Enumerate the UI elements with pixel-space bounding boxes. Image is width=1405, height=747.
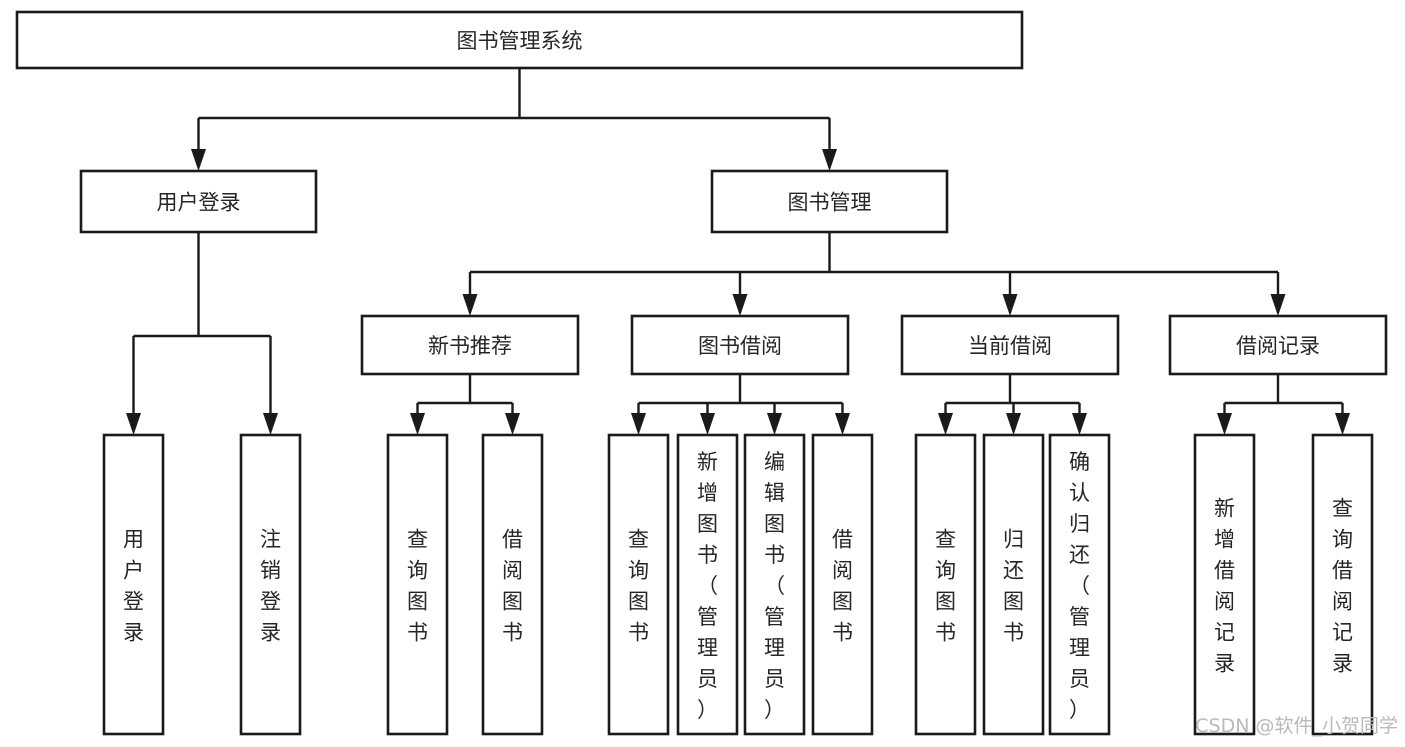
node-box <box>710 169 949 234</box>
arrow-head-icon <box>631 413 646 435</box>
node-label: 借阅记录 <box>1236 334 1320 358</box>
node-label: 借阅图书 <box>502 528 523 645</box>
node-box <box>982 433 1045 736</box>
node-current-borrow[interactable]: 当前借阅 <box>900 314 1120 376</box>
node-box <box>1168 314 1388 376</box>
arrow-head-icon <box>1270 294 1286 316</box>
arrow-head-icon <box>1002 294 1018 316</box>
node-label: 图书借阅 <box>698 334 782 358</box>
node-box <box>900 314 1120 376</box>
arrow-head-icon <box>767 413 782 435</box>
node-label: 新增借阅记录 <box>1214 497 1235 676</box>
node-new-book-rec[interactable]: 新书推荐 <box>360 314 580 376</box>
node-label: 确认归还（管理员） <box>1069 450 1090 722</box>
node-label: 查询图书 <box>935 528 956 645</box>
node-box <box>914 433 977 736</box>
node-book-manage[interactable]: 图书管理 <box>710 169 949 234</box>
node-box <box>1193 433 1256 736</box>
arrow-head-icon <box>505 413 520 435</box>
node-leaf-query-book-2[interactable]: 查询图书 <box>607 433 670 736</box>
node-box <box>102 433 165 736</box>
arrow-head-icon <box>835 413 850 435</box>
node-box <box>676 433 739 736</box>
node-leaf-return-book[interactable]: 归还图书 <box>982 433 1045 736</box>
node-box <box>360 314 580 376</box>
arrow-head-icon <box>700 413 715 435</box>
node-box <box>239 433 302 736</box>
node-box <box>386 433 449 736</box>
node-label: 用户登录 <box>123 528 144 645</box>
node-borrow-record[interactable]: 借阅记录 <box>1168 314 1388 376</box>
node-box <box>481 433 544 736</box>
node-leaf-query-book-3[interactable]: 查询图书 <box>914 433 977 736</box>
node-box <box>15 10 1024 70</box>
csdn-watermark: CSDN @软件_小贺同学 <box>1195 715 1398 737</box>
arrow-head-icon <box>1072 413 1087 435</box>
node-label: 借阅图书 <box>832 528 853 645</box>
arrow-head-icon <box>822 149 837 171</box>
node-box <box>1048 433 1111 736</box>
node-layer: 图书管理系统用户登录图书管理新书推荐图书借阅当前借阅借阅记录用户登录注销登录查询… <box>15 10 1388 736</box>
node-label: 编辑图书（管理员） <box>764 450 785 722</box>
node-label: 注销登录 <box>260 528 281 645</box>
arrow-head-icon <box>938 413 953 435</box>
node-leaf-add-record[interactable]: 新增借阅记录 <box>1193 433 1256 736</box>
node-leaf-borrow-book-1[interactable]: 借阅图书 <box>481 433 544 736</box>
node-label: 图书管理系统 <box>457 29 583 53</box>
node-leaf-confirm-return[interactable]: 确认归还（管理员） <box>1048 433 1111 736</box>
arrow-head-icon <box>1335 413 1350 435</box>
node-label: 当前借阅 <box>968 334 1052 358</box>
node-label: 新增图书（管理员） <box>697 450 718 722</box>
connector-layer <box>126 68 1350 435</box>
arrow-head-icon <box>1006 413 1021 435</box>
node-label: 查询图书 <box>628 528 649 645</box>
node-label: 查询图书 <box>407 528 428 645</box>
node-leaf-edit-book[interactable]: 编辑图书（管理员） <box>743 433 806 736</box>
node-leaf-query-book-1[interactable]: 查询图书 <box>386 433 449 736</box>
node-root[interactable]: 图书管理系统 <box>15 10 1024 70</box>
node-box <box>79 169 318 234</box>
node-box <box>607 433 670 736</box>
arrow-head-icon <box>126 413 141 435</box>
arrow-head-icon <box>410 413 425 435</box>
arrow-head-icon <box>263 413 278 435</box>
node-leaf-add-book[interactable]: 新增图书（管理员） <box>676 433 739 736</box>
node-user-login[interactable]: 用户登录 <box>79 169 318 234</box>
node-book-borrow[interactable]: 图书借阅 <box>630 314 850 376</box>
arrow-head-icon <box>462 294 478 316</box>
node-leaf-logout[interactable]: 注销登录 <box>239 433 302 736</box>
node-box <box>743 433 806 736</box>
node-leaf-query-record[interactable]: 查询借阅记录 <box>1311 433 1374 736</box>
node-label: 新书推荐 <box>428 334 512 358</box>
node-leaf-borrow-book-2[interactable]: 借阅图书 <box>811 433 874 736</box>
node-label: 用户登录 <box>157 191 241 215</box>
node-box <box>811 433 874 736</box>
arrow-head-icon <box>732 294 748 316</box>
arrow-head-icon <box>1217 413 1232 435</box>
node-box <box>1311 433 1374 736</box>
node-leaf-user-login[interactable]: 用户登录 <box>102 433 165 736</box>
node-label: 图书管理 <box>788 191 872 215</box>
node-label: 查询借阅记录 <box>1332 497 1353 676</box>
node-label: 归还图书 <box>1003 528 1024 645</box>
arrow-head-icon <box>191 149 206 171</box>
node-box <box>630 314 850 376</box>
